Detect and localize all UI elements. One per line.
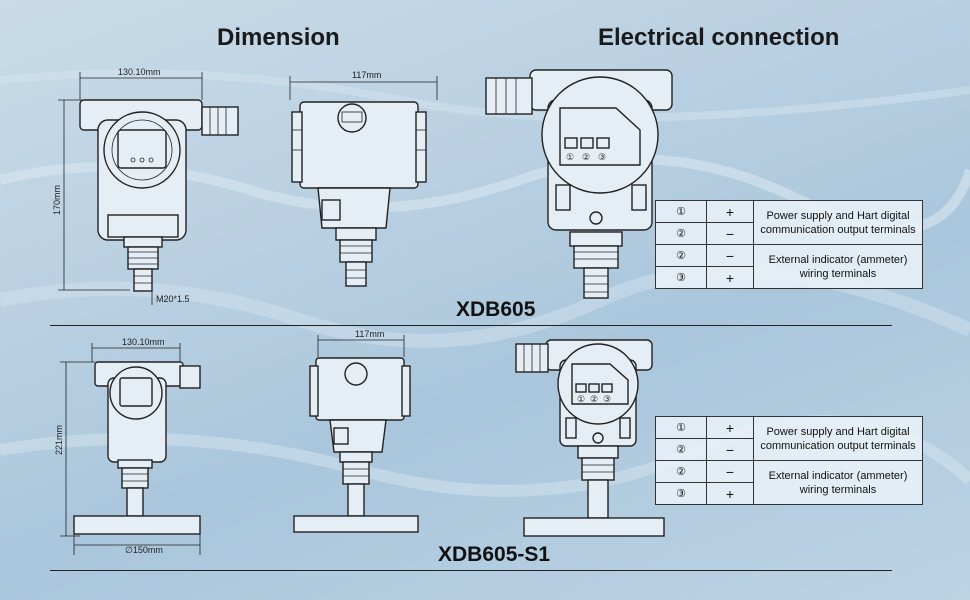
- bottom-terminal-1: ①: [577, 394, 585, 404]
- top-electrical-view: ① ② ③: [485, 69, 673, 299]
- terminal-polarity: +: [706, 266, 754, 289]
- terminal-polarity: −: [706, 460, 754, 483]
- electrical-connection-heading: Electrical connection: [598, 24, 840, 51]
- thread-spec-label: M20*1.5: [156, 294, 190, 304]
- terminal-polarity: −: [706, 244, 754, 267]
- terminal-polarity: −: [706, 222, 754, 245]
- table-row: ① + Power supply and Hart digital commun…: [655, 200, 923, 245]
- terminal-group-description: Power supply and Hart digital communicat…: [753, 200, 923, 245]
- bottom-height-label: 221mm: [54, 425, 64, 455]
- flange-diameter-label: ∅150mm: [125, 545, 163, 555]
- table-row: ① + Power supply and Hart digital commun…: [655, 416, 923, 461]
- top-height-label: 170mm: [52, 185, 62, 215]
- terminal-number: ③: [655, 266, 707, 289]
- top-terminal-3: ③: [598, 152, 606, 162]
- top-side-view: 117mm: [289, 70, 438, 287]
- table-row: ② − External indicator (ammeter) wiring …: [655, 244, 923, 289]
- terminal-group-description: External indicator (ammeter) wiring term…: [753, 460, 923, 505]
- bottom-divider: [50, 570, 892, 571]
- terminal-number: ②: [655, 244, 707, 267]
- top-terminal-1: ①: [566, 152, 574, 162]
- bottom-front-width-label: 130.10mm: [122, 337, 165, 347]
- bottom-side-view: 117mm: [293, 329, 419, 533]
- model-label-xdb605-s1: XDB605-S1: [438, 543, 551, 566]
- top-front-view: 130.10mm 170mm M20*1.5: [52, 67, 239, 305]
- top-front-width-label: 130.10mm: [118, 67, 161, 77]
- bottom-side-width-label: 117mm: [355, 329, 384, 339]
- terminal-group-description: Power supply and Hart digital communicat…: [753, 416, 923, 461]
- top-side-width-label: 117mm: [352, 70, 381, 80]
- model-label-xdb605: XDB605: [456, 298, 536, 321]
- terminal-group-description: External indicator (ammeter) wiring term…: [753, 244, 923, 289]
- bottom-terminal-3: ③: [603, 394, 611, 404]
- table-row: ② − External indicator (ammeter) wiring …: [655, 460, 923, 505]
- terminal-polarity: +: [706, 200, 754, 223]
- wiring-table-top: ① + Power supply and Hart digital commun…: [655, 200, 923, 289]
- terminal-number: ②: [655, 460, 707, 483]
- bottom-terminal-2: ②: [590, 394, 598, 404]
- terminal-polarity: −: [706, 438, 754, 461]
- bottom-front-view: 130.10mm 221mm ∅150mm: [54, 337, 201, 555]
- wiring-table-bottom: ① + Power supply and Hart digital commun…: [655, 416, 923, 505]
- terminal-number: ②: [655, 222, 707, 245]
- terminal-number: ①: [655, 200, 707, 223]
- terminal-polarity: +: [706, 416, 754, 439]
- table-row: ③ +: [655, 266, 923, 289]
- terminal-number: ②: [655, 438, 707, 461]
- top-terminal-2: ②: [582, 152, 590, 162]
- dimension-heading: Dimension: [217, 24, 340, 51]
- terminal-number: ①: [655, 416, 707, 439]
- table-row: ② −: [655, 222, 923, 245]
- terminal-polarity: +: [706, 482, 754, 505]
- table-row: ③ +: [655, 482, 923, 505]
- top-divider: [50, 325, 892, 326]
- bottom-electrical-view: ① ② ③: [515, 339, 665, 537]
- terminal-number: ③: [655, 482, 707, 505]
